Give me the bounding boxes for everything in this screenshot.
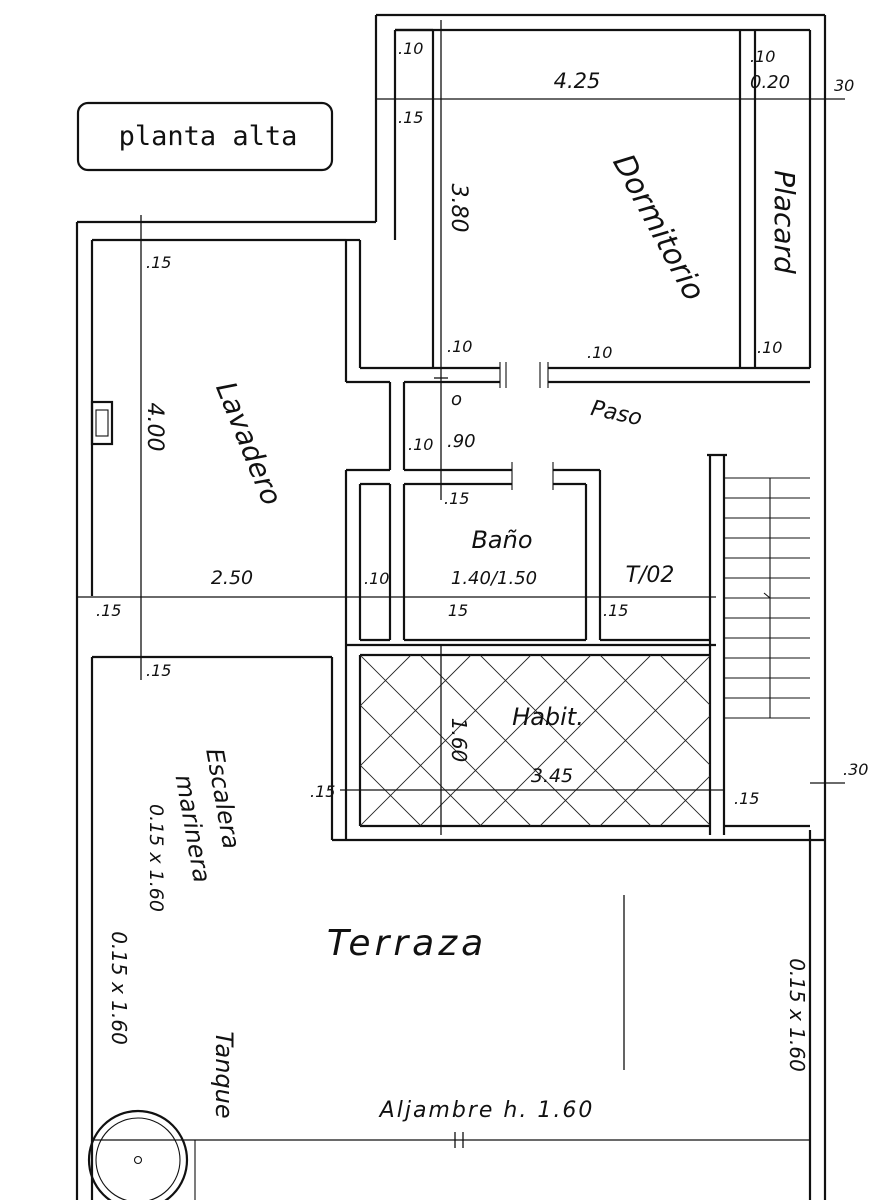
bano-walls <box>344 382 710 645</box>
plan-title: planta alta <box>119 121 298 152</box>
dim-15-habit-left: .15 <box>310 782 335 801</box>
water-tank <box>87 1109 189 1200</box>
dim-15-lav-bottom: .15 <box>146 661 171 680</box>
dim-15-bano: .15 <box>444 489 469 508</box>
title-box: planta alta <box>76 101 334 172</box>
dormitorio-walls <box>344 28 810 388</box>
label-t02: T/02 <box>626 563 675 588</box>
dim-15-t02: .15 <box>603 601 628 620</box>
dim-right-terraza: 0.15 x 1.60 <box>785 958 809 1072</box>
room-label-lavadero: Lavadero <box>209 377 288 510</box>
habit-walls <box>92 643 825 842</box>
dim-30-top: 30 <box>834 76 854 95</box>
lavadero-fixture <box>90 400 114 446</box>
dim-10-dorm-right: .10 <box>757 338 782 357</box>
dim-020: 0.20 <box>750 72 790 93</box>
dim-15-left: .15 <box>96 601 121 620</box>
dim-width-425: 4.25 <box>554 69 601 93</box>
staircase <box>707 453 810 835</box>
floor-tile-pattern <box>360 655 710 826</box>
dim-10-dorm-mid: .10 <box>587 343 612 362</box>
dim-10-col: .10 <box>364 569 389 588</box>
dim-15-bano-bottom: 15 <box>448 601 468 620</box>
room-label-terraza: Terraza <box>327 923 487 964</box>
room-label-dormitorio: Dormitorio <box>605 148 711 306</box>
room-label-tanque: Tanque <box>210 1031 238 1118</box>
dim-width-250: 2.50 <box>211 567 253 589</box>
dim-10-dorm-left: .10 <box>447 337 472 356</box>
dim-o-marker: o <box>451 389 462 410</box>
dim-30-right: .30 <box>843 760 868 779</box>
label-escalera-size: 0.15 x 1.60 <box>145 804 167 912</box>
dim-width-345: 3.45 <box>531 765 573 787</box>
room-label-habit: Habit. <box>512 703 584 731</box>
dim-left-terraza: 0.15 x 1.60 <box>107 931 131 1045</box>
dim-height-380: 3.80 <box>446 184 471 233</box>
dim-10-paso: .10 <box>408 435 433 454</box>
dim-height-400: 4.00 <box>142 403 167 452</box>
dim-15-habit-right: .15 <box>734 789 759 808</box>
dim-bano-140: 1.40/1.50 <box>451 568 537 589</box>
dim-height-160: 1.60 <box>447 718 471 763</box>
room-label-placard: Placard <box>768 170 801 274</box>
dim-15-lav-top: .15 <box>146 253 171 272</box>
room-label-paso: Paso <box>588 396 644 431</box>
label-aljambre: Aljambre h. 1.60 <box>378 1098 595 1123</box>
room-label-bano: Baño <box>471 526 532 554</box>
dim-15-dorm: .15 <box>398 108 423 127</box>
dim-top-right-10: .10 <box>750 47 775 66</box>
dim-top-left-10: .10 <box>398 39 423 58</box>
dimension-lines <box>77 20 845 1200</box>
dim-90-paso: .90 <box>447 431 476 452</box>
